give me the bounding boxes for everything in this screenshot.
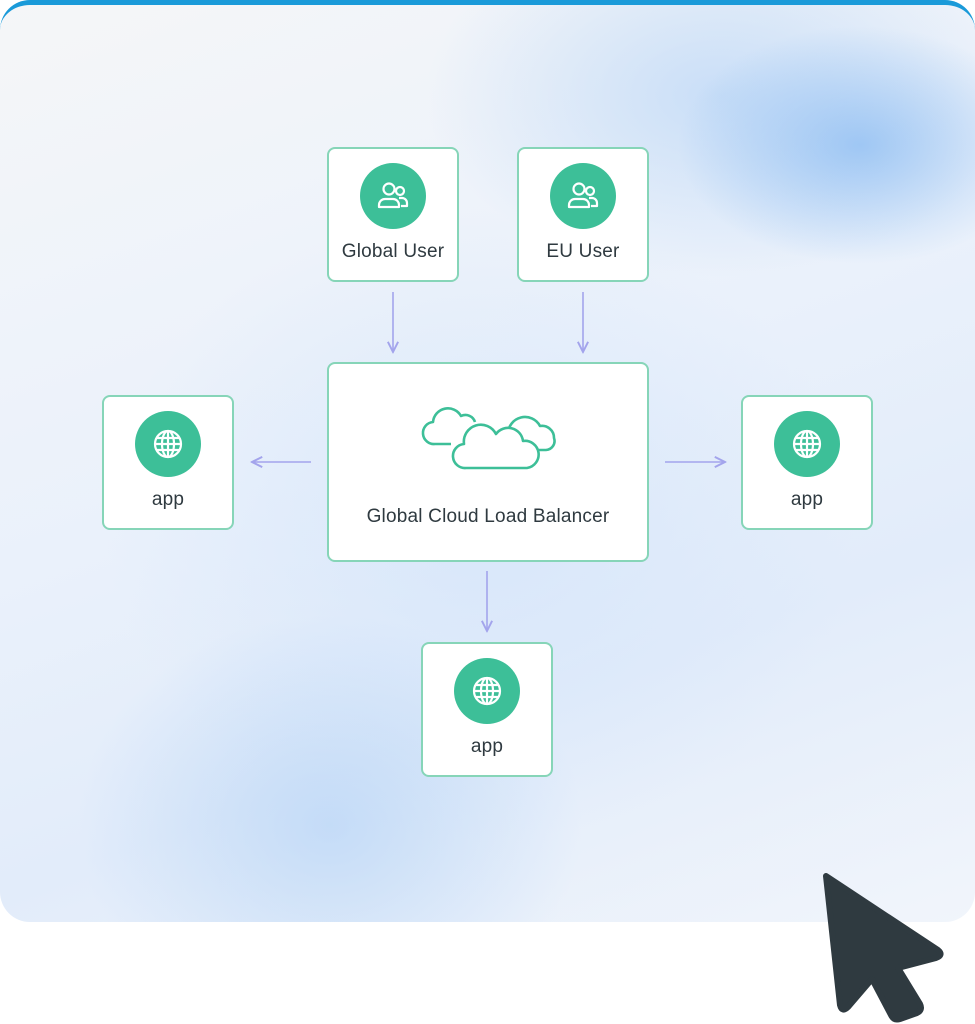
globe-icon — [774, 411, 840, 477]
users-icon — [550, 163, 616, 229]
node-label: EU User — [546, 241, 620, 262]
users-icon — [360, 163, 426, 229]
cloud-icon — [421, 407, 556, 470]
node-label: app — [151, 489, 185, 510]
node-load-balancer: Global Cloud Load Balancer — [327, 362, 649, 562]
diagram-edges — [0, 292, 975, 922]
node-global-user: Global User — [327, 147, 459, 282]
node-eu-user: EU User — [517, 147, 649, 282]
node-label: app — [470, 736, 504, 757]
globe-icon — [135, 411, 201, 477]
node-app-right: app — [741, 395, 873, 530]
globe-icon — [454, 658, 520, 724]
node-app-left: app — [102, 395, 234, 530]
node-label: Global Cloud Load Balancer — [366, 506, 610, 527]
node-label: Global User — [341, 241, 445, 262]
node-label: app — [790, 489, 824, 510]
diagram-canvas: Global User EU User Global Cloud Load Ba… — [0, 0, 975, 922]
node-app-bottom: app — [421, 642, 553, 777]
